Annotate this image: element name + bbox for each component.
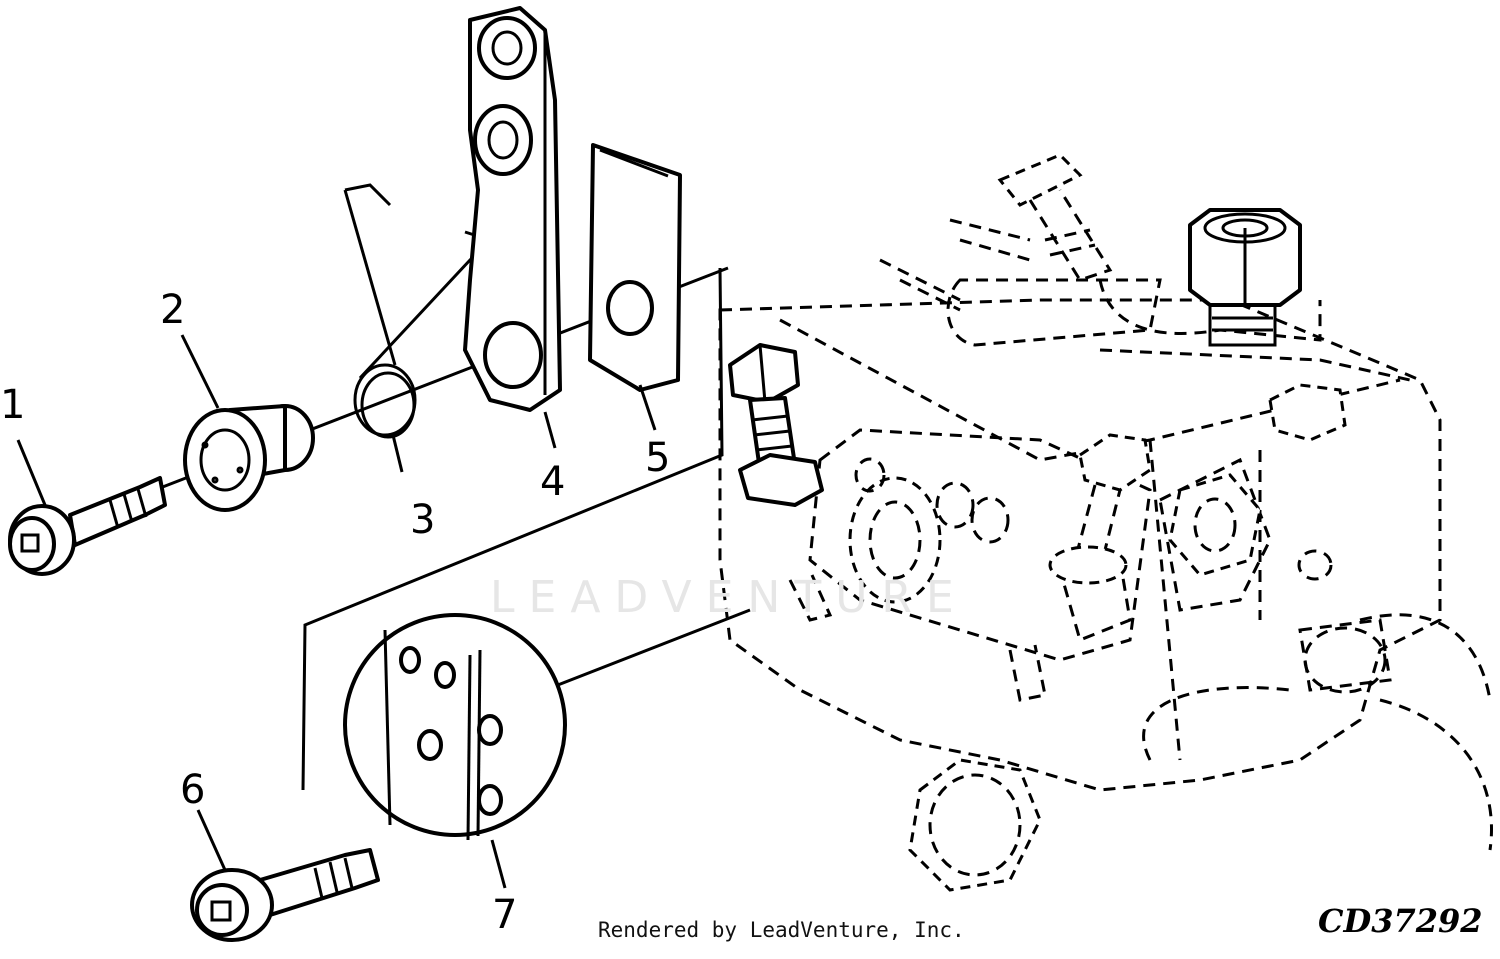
- callout-4: 4: [540, 459, 566, 505]
- part-2-bushing: [183, 404, 315, 512]
- part-5-plate: [588, 143, 682, 392]
- part-7-disc: [343, 613, 567, 841]
- pump-housing: [718, 153, 1493, 892]
- lower-axis-line: [544, 608, 751, 692]
- leader-lines: [16, 334, 657, 889]
- part-6-cap-screw: [190, 848, 380, 942]
- housing-stud-bolt: [728, 343, 824, 507]
- part-4-lever: [463, 6, 562, 412]
- watermark-text: LEADVENTURE: [490, 572, 968, 623]
- callout-6: 6: [180, 767, 206, 813]
- callout-7: 7: [492, 892, 518, 938]
- callout-5: 5: [645, 435, 671, 481]
- callout-3: 3: [410, 497, 436, 543]
- upper-assembly-plane: [301, 267, 724, 791]
- render-credit: Rendered by LeadVenture, Inc.: [598, 918, 965, 942]
- callout-2: 2: [160, 287, 186, 333]
- callout-1: 1: [0, 382, 26, 428]
- part-1-cap-screw: [8, 476, 167, 576]
- figure-id: CD37292: [1318, 902, 1483, 940]
